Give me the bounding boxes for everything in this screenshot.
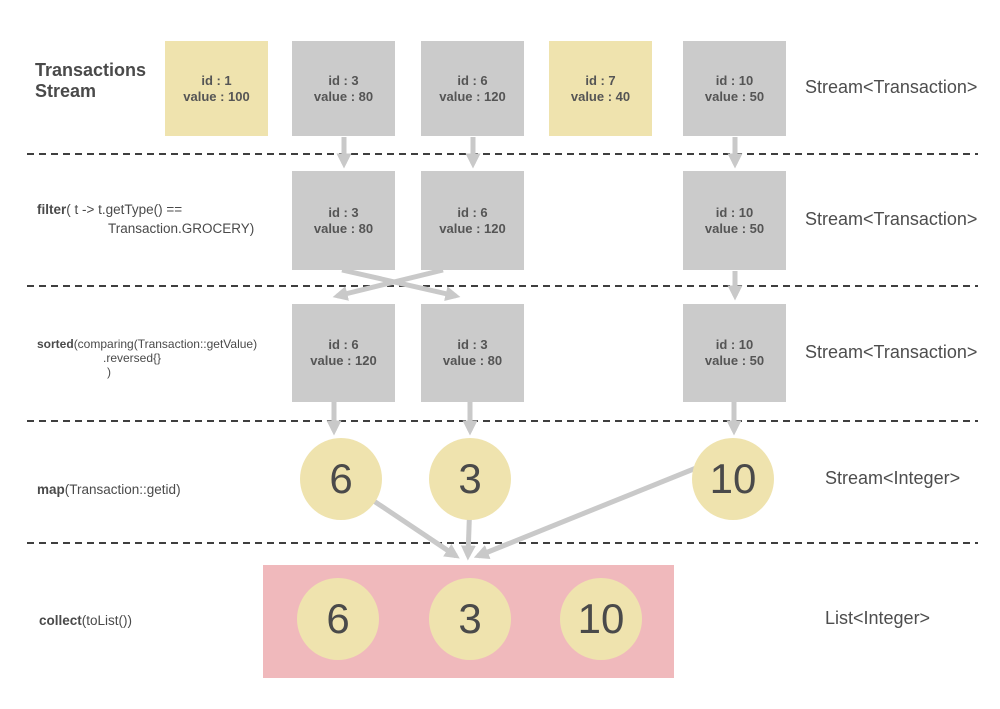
transaction-box: id : 3 value : 80 bbox=[292, 41, 395, 136]
op-map-keyword: map bbox=[37, 482, 65, 497]
transaction-box: id : 3 value : 80 bbox=[292, 171, 395, 270]
transaction-value: value : 120 bbox=[439, 220, 506, 236]
op-filter-args: ( t -> t.getType() == bbox=[66, 202, 183, 217]
transaction-id: id : 1 bbox=[201, 72, 232, 88]
op-collect-keyword: collect bbox=[39, 613, 82, 628]
integer-circle: 10 bbox=[560, 578, 642, 660]
transaction-id: id : 10 bbox=[715, 204, 754, 220]
transaction-box: id : 6 value : 120 bbox=[292, 304, 395, 402]
flow-arrow-converge bbox=[473, 457, 717, 560]
op-sorted-args: (comparing(Transaction::getValue) bbox=[73, 337, 258, 351]
transaction-box: id : 10 value : 50 bbox=[683, 304, 786, 402]
transaction-id: id : 3 bbox=[328, 204, 359, 220]
integer-circle: 3 bbox=[429, 578, 511, 660]
transaction-box: id : 6 value : 120 bbox=[421, 41, 524, 136]
op-collect: collect(toList()) bbox=[39, 611, 132, 630]
integer-circle: 6 bbox=[297, 578, 379, 660]
diagram-title-line2: Stream bbox=[35, 81, 97, 101]
transaction-value: value : 120 bbox=[439, 88, 506, 104]
op-sorted-args-line2: .reversed{} bbox=[103, 351, 162, 365]
transaction-value: value : 50 bbox=[704, 220, 765, 236]
op-map: map(Transaction::getid) bbox=[37, 480, 181, 499]
transaction-value: value : 80 bbox=[442, 353, 503, 368]
transaction-id: id : 6 bbox=[328, 337, 359, 352]
integer-circle: 10 bbox=[692, 438, 774, 520]
transaction-box: id : 6 value : 120 bbox=[421, 171, 524, 270]
transaction-id: id : 6 bbox=[457, 204, 488, 220]
transaction-value: value : 80 bbox=[313, 220, 374, 236]
transaction-value: value : 100 bbox=[183, 88, 250, 104]
transaction-value: value : 50 bbox=[704, 353, 765, 368]
row-separators bbox=[27, 153, 978, 544]
transaction-id: id : 10 bbox=[715, 72, 754, 88]
transaction-id: id : 3 bbox=[457, 337, 488, 352]
diagram-title-line1: Transactions bbox=[35, 60, 147, 80]
type-label-row4: Stream<Integer> bbox=[825, 468, 961, 488]
integer-circle: 3 bbox=[429, 438, 511, 520]
transaction-value: value : 120 bbox=[310, 353, 377, 368]
transaction-box: id : 10 value : 50 bbox=[683, 171, 786, 270]
transaction-box: id : 10 value : 50 bbox=[683, 41, 786, 136]
op-sorted-args-line3: ) bbox=[107, 365, 111, 379]
op-collect-args: (toList()) bbox=[81, 613, 133, 628]
op-map-args: (Transaction::getid) bbox=[64, 482, 181, 497]
integer-circle: 6 bbox=[300, 438, 382, 520]
op-filter-keyword: filter bbox=[37, 202, 67, 217]
op-sorted: sorted(comparing(Transaction::getValue) … bbox=[37, 337, 257, 379]
transaction-box: id : 3 value : 80 bbox=[421, 304, 524, 402]
transaction-value: value : 80 bbox=[313, 88, 374, 104]
op-filter-args-line2: Transaction.GROCERY) bbox=[108, 221, 255, 236]
type-label-row2: Stream<Transaction> bbox=[805, 209, 978, 229]
flow-arrow-swap bbox=[332, 267, 444, 301]
op-sorted-keyword: sorted bbox=[37, 337, 74, 351]
transaction-box: id : 1 value : 100 bbox=[165, 41, 268, 136]
type-label-row3: Stream<Transaction> bbox=[805, 342, 978, 362]
type-label-row1: Stream<Transaction> bbox=[805, 77, 978, 97]
type-label-row5: List<Integer> bbox=[825, 608, 931, 628]
transaction-id: id : 3 bbox=[328, 72, 359, 88]
op-filter: filter( t -> t.getType() == Transaction.… bbox=[37, 200, 254, 238]
transaction-box: id : 7 value : 40 bbox=[549, 41, 652, 136]
transaction-id: id : 6 bbox=[457, 72, 488, 88]
transaction-id: id : 10 bbox=[715, 337, 754, 352]
transaction-id: id : 7 bbox=[585, 72, 616, 88]
transaction-value: value : 40 bbox=[570, 88, 631, 104]
transaction-value: value : 50 bbox=[704, 88, 765, 104]
diagram-title: Transactions Stream bbox=[35, 60, 146, 102]
